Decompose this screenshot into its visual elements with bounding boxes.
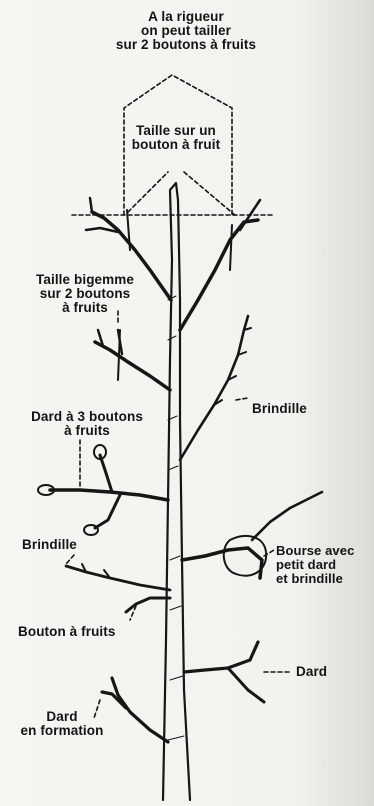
branch-upper-left-twig [86, 228, 118, 232]
dard-spur [228, 668, 264, 702]
dashed-brindille-left [66, 555, 74, 564]
dashed-inner-left [128, 172, 168, 212]
label-top-note: A la rigueur on peut tailler sur 2 bouto… [88, 10, 284, 52]
label-brindille-left: Brindille [22, 538, 77, 552]
branch-upper-right [180, 220, 258, 330]
branch-bouton-fruits [126, 598, 170, 612]
label-taille-sur-un: Taille sur un bouton à fruit [98, 124, 254, 152]
dard-3-bud-c [84, 525, 98, 535]
label-bouton-a-fruits: Bouton à fruits [18, 625, 116, 639]
branch-bigemme [95, 342, 170, 390]
label-dard-3-boutons: Dard à 3 boutons à fruits [12, 410, 162, 438]
label-dard: Dard [296, 665, 327, 679]
branch-dard-3 [50, 490, 168, 500]
branch-brindille-right [180, 316, 248, 460]
dashed-brindille-right [236, 398, 248, 400]
label-bourse: Bourse avec petit dard et brindille [276, 544, 354, 586]
branch-brindille-left [66, 566, 170, 590]
label-taille-bigemme: Taille bigemme sur 2 boutons à fruits [10, 273, 160, 315]
branch-bourse [182, 548, 262, 578]
upper-right-cut-stick [230, 225, 232, 270]
label-brindille-right: Brindille [252, 402, 307, 416]
label-dard-formation: Dard en formation [2, 710, 122, 738]
branch-dard [184, 642, 258, 672]
branch-upper-left-bud [90, 198, 92, 212]
dashed-inner-right [184, 172, 236, 216]
trunk [163, 183, 190, 800]
bourse-twig [252, 492, 322, 540]
